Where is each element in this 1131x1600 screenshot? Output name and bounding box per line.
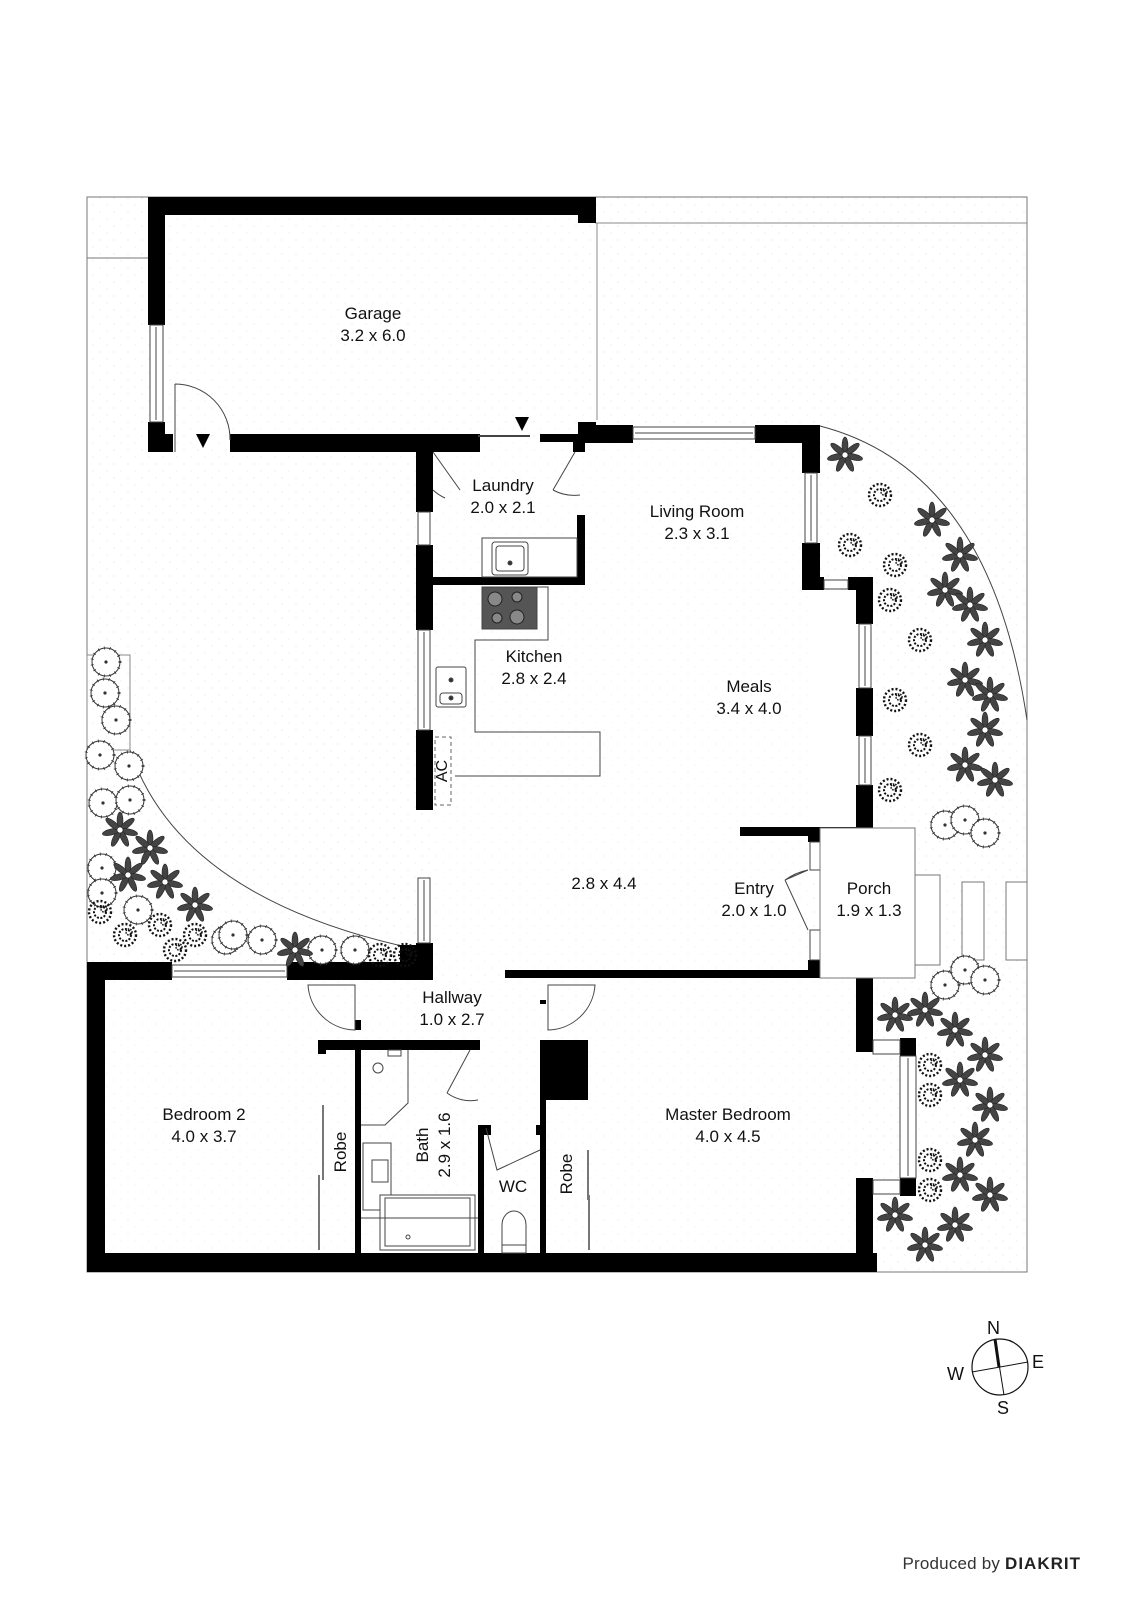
room-name: Robe xyxy=(331,1131,350,1173)
room-name: Entry xyxy=(734,879,774,898)
compass-east-label: E xyxy=(1032,1352,1045,1372)
room-label-meals: Meals 3.4 x 4.0 xyxy=(716,676,781,720)
credit-brand: DIAKRIT xyxy=(1005,1554,1081,1573)
room-size: 4.0 x 4.5 xyxy=(695,1127,761,1146)
room-name: Laundry xyxy=(472,476,534,495)
bathroom-fixtures xyxy=(361,1049,527,1254)
room-size: 2.8 x 2.4 xyxy=(501,669,567,688)
room-label-porch: Porch 1.9 x 1.3 xyxy=(836,878,901,922)
room-label-laundry: Laundry 2.0 x 2.1 xyxy=(470,475,535,519)
compass-north-label: N xyxy=(987,1318,1000,1338)
porch-steps xyxy=(819,827,1028,979)
room-size: 2.8 x 4.4 xyxy=(571,874,637,893)
doors xyxy=(174,383,809,1171)
room-size: 3.4 x 4.0 xyxy=(716,699,782,718)
room-label-kitchen: Kitchen 2.8 x 2.4 xyxy=(501,646,566,690)
room-label-robe-1: Robe xyxy=(330,1132,352,1173)
room-size: 4.0 x 3.7 xyxy=(171,1127,237,1146)
compass-south-label: S xyxy=(997,1398,1010,1418)
garden-bed-arc-west xyxy=(129,655,421,951)
room-name: Bedroom 2 xyxy=(162,1105,246,1124)
robe-doors xyxy=(318,1105,590,1250)
room-name: Garage xyxy=(344,304,402,323)
room-label-robe-2: Robe xyxy=(556,1154,578,1195)
door-direction-arrows xyxy=(196,417,529,448)
room-size: 2.0 x 2.1 xyxy=(470,498,536,517)
compass-west-label: W xyxy=(947,1364,964,1384)
room-size: 1.9 x 1.3 xyxy=(836,901,902,920)
room-name: Kitchen xyxy=(505,647,563,666)
compass-rose xyxy=(971,1338,1029,1396)
room-label-living-room: Living Room 2.3 x 3.1 xyxy=(650,501,745,545)
room-size: 2.3 x 3.1 xyxy=(664,524,730,543)
room-label-family: 2.8 x 4.4 xyxy=(571,873,636,895)
producer-credit: Produced by DIAKRIT xyxy=(902,1554,1081,1574)
ac-unit-label: AC xyxy=(434,759,451,783)
kitchen-fixtures xyxy=(434,537,601,806)
room-name: WC xyxy=(498,1177,528,1196)
room-size: 2.9 x 1.6 xyxy=(435,1112,454,1178)
room-label-entry: Entry 2.0 x 1.0 xyxy=(721,878,786,922)
credit-prefix: Produced by xyxy=(902,1554,1001,1573)
room-label-bath: Bath 2.9 x 1.6 xyxy=(412,1112,456,1177)
room-name: Master Bedroom xyxy=(665,1105,791,1124)
room-name: Robe xyxy=(557,1153,576,1195)
room-size: 1.0 x 2.7 xyxy=(419,1010,485,1029)
room-size: 3.2 x 6.0 xyxy=(340,326,406,345)
room-size: 2.0 x 1.0 xyxy=(721,901,787,920)
room-name: Living Room xyxy=(649,502,745,521)
room-name: Bath xyxy=(413,1127,432,1163)
room-name: Porch xyxy=(846,879,892,898)
room-label-wc: WC xyxy=(499,1176,527,1198)
room-label-garage: Garage 3.2 x 6.0 xyxy=(340,303,405,347)
room-name: Meals xyxy=(726,677,772,696)
room-label-master-bedroom: Master Bedroom 4.0 x 4.5 xyxy=(665,1104,791,1148)
garden-bed-arc-east xyxy=(819,425,1028,721)
windows xyxy=(149,324,917,1195)
room-name: Hallway xyxy=(422,988,482,1007)
room-label-hallway: Hallway 1.0 x 2.7 xyxy=(419,987,484,1031)
room-label-bedroom-2: Bedroom 2 4.0 x 3.7 xyxy=(162,1104,245,1148)
